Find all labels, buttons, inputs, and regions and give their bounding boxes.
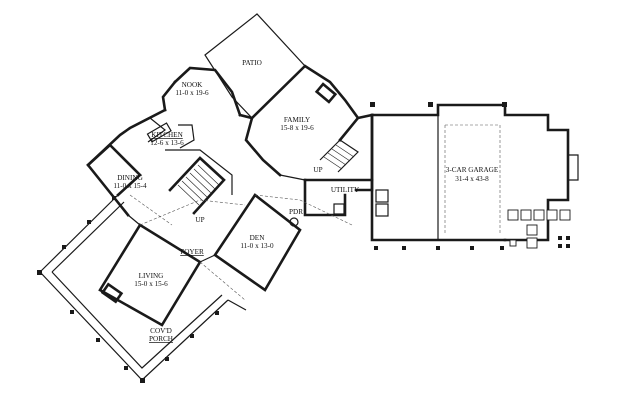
utility-label: UTILITY bbox=[331, 186, 360, 194]
dashed-lines bbox=[129, 194, 353, 301]
main-stair-up-label: UP bbox=[195, 216, 204, 224]
patio-label: PATIO bbox=[242, 59, 262, 67]
pdr-label: PDR bbox=[289, 208, 303, 216]
nook-size: 11-0 x 19-6 bbox=[175, 89, 209, 97]
kitchen-size: 12-6 x 13-6 bbox=[150, 139, 184, 147]
family-size: 15-8 x 19-6 bbox=[280, 124, 314, 132]
garage-label: 3-CAR GARAGE bbox=[446, 166, 499, 174]
family-stair-up-label: UP bbox=[313, 166, 322, 174]
porch-label-line1: COV'D bbox=[150, 327, 172, 335]
house-walls bbox=[86, 64, 374, 327]
utility-fixtures bbox=[289, 189, 389, 227]
den-label: DEN bbox=[250, 234, 266, 242]
fireplaces bbox=[100, 82, 338, 304]
garage-size: 31-4 x 43-8 bbox=[455, 175, 489, 183]
porch-posts bbox=[37, 196, 219, 383]
porch-label-line2: PORCH bbox=[149, 335, 173, 343]
family-stair bbox=[319, 139, 359, 173]
foyer-label: FOYER bbox=[180, 248, 204, 256]
garage-walls bbox=[370, 103, 579, 242]
kitchen-fixtures bbox=[129, 117, 195, 149]
living-size: 15-0 x 15-6 bbox=[134, 280, 168, 288]
kitchen-label: KITCHEN bbox=[151, 131, 183, 139]
dining-size: 11-0 x 15-4 bbox=[113, 182, 147, 190]
family-label: FAMILY bbox=[284, 116, 311, 124]
den-size: 11-0 x 13-0 bbox=[240, 242, 274, 250]
garage-posts bbox=[370, 102, 507, 250]
living-label: LIVING bbox=[139, 272, 164, 280]
dining-label: DINING bbox=[117, 174, 143, 182]
garage-storage bbox=[507, 209, 571, 249]
nook-label: NOOK bbox=[182, 81, 204, 89]
